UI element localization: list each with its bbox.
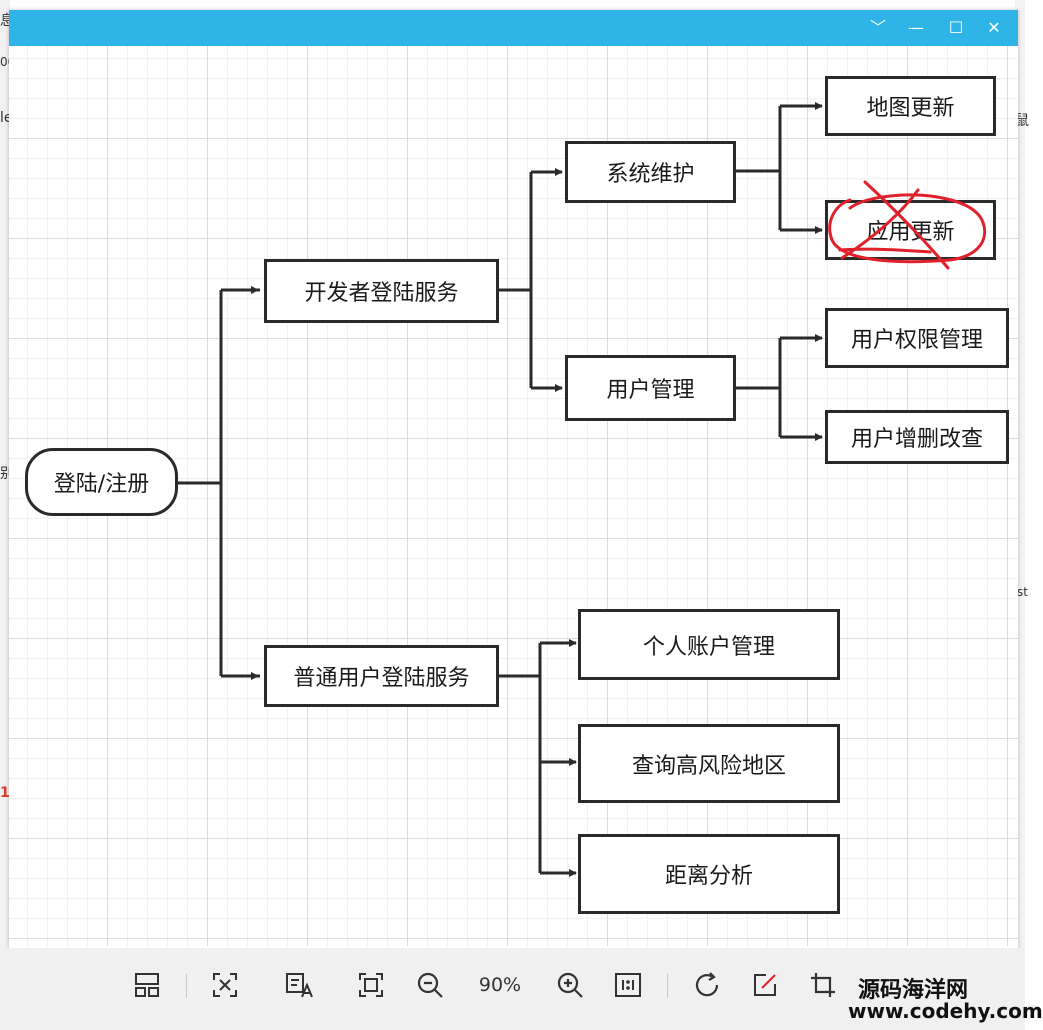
fit-window-icon: [213, 973, 237, 997]
zoom-in-icon: [557, 972, 583, 998]
viewer-toolbar: 90%: [0, 948, 1025, 1030]
minimize-button[interactable]: —: [908, 18, 924, 37]
node-system-maintenance: 系统维护: [565, 141, 736, 203]
watermark-name: 源码海洋网: [858, 978, 969, 1003]
zoom-level: 90%: [478, 974, 522, 996]
background-left: [0, 0, 10, 1030]
collapse-button[interactable]: ﹀: [869, 18, 886, 37]
node-user-crud: 用户增删改查: [825, 410, 1009, 464]
node-distance-analysis: 距离分析: [578, 834, 840, 914]
node-developer-login-service: 开发者登陆服务: [264, 259, 499, 323]
zoom-in-button[interactable]: [553, 968, 587, 1002]
edit-button[interactable]: [748, 968, 782, 1002]
title-bar: ﹀ — ☐ ✕: [9, 10, 1018, 46]
node-risk-area-query: 查询高风险地区: [578, 724, 840, 803]
background-text: 鼠: [1015, 113, 1029, 129]
background-text: 1: [0, 785, 10, 801]
node-map-update: 地图更新: [825, 76, 996, 136]
watermark-url: www.codehy.com: [848, 999, 1043, 1023]
maximize-button[interactable]: ☐: [948, 18, 964, 37]
background-right: [1015, 0, 1025, 1030]
thumbnails-button[interactable]: [130, 968, 164, 1002]
fullscreen-icon: [359, 973, 383, 997]
ocr-button[interactable]: [282, 968, 316, 1002]
node-personal-account-management: 个人账户管理: [578, 609, 840, 680]
background-text: st: [1017, 585, 1028, 599]
thumbnails-icon: [135, 973, 159, 997]
fit-window-button[interactable]: [208, 968, 242, 1002]
close-button[interactable]: ✕: [987, 18, 1001, 37]
edit-icon: [754, 974, 776, 996]
zoom-out-icon: [417, 972, 443, 998]
actual-size-icon: [615, 973, 641, 997]
node-app-update: 应用更新: [825, 200, 996, 260]
crop-button[interactable]: [806, 968, 840, 1002]
toolbar-separator: [186, 974, 187, 998]
node-login-register: 登陆/注册: [25, 448, 178, 516]
node-user-permission-management: 用户权限管理: [825, 308, 1009, 368]
crop-icon: [811, 973, 835, 997]
rotate-icon: [695, 972, 719, 997]
node-user-management: 用户管理: [565, 355, 736, 421]
image-viewer-window: ﹀ — ☐ ✕: [9, 10, 1018, 1030]
rotate-button[interactable]: [690, 968, 724, 1002]
node-normal-user-login-service: 普通用户登陆服务: [264, 645, 499, 707]
zoom-out-button[interactable]: [413, 968, 447, 1002]
ocr-icon: [286, 973, 313, 998]
actual-size-button[interactable]: [611, 968, 645, 1002]
toolbar-separator: [667, 974, 668, 998]
fullscreen-button[interactable]: [354, 968, 388, 1002]
